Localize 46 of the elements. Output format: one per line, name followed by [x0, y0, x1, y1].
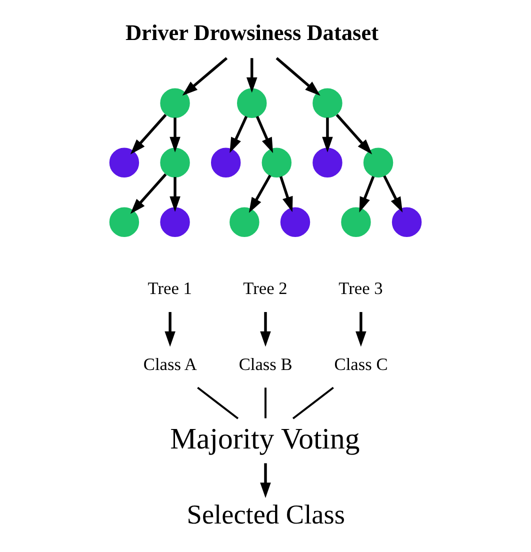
node-text: Tree 3 [338, 279, 383, 298]
arrow [322, 118, 333, 152]
arrow [336, 114, 372, 154]
arrow [276, 57, 320, 96]
node-text: Tree 2 [243, 279, 288, 298]
arrow [170, 177, 180, 212]
node-circle [237, 88, 267, 118]
arrow [256, 116, 274, 154]
connector [264, 388, 266, 418]
arrow [260, 312, 271, 347]
node-text: Class C [334, 354, 388, 374]
node-circle [392, 207, 422, 237]
arrow [182, 57, 228, 96]
node-circle [341, 207, 371, 237]
node-text: Class B [238, 354, 292, 374]
node-text: Tree 1 [148, 279, 192, 298]
arrow [230, 116, 248, 154]
node-circle [109, 148, 140, 178]
node-circle [363, 148, 394, 178]
arrow [130, 173, 167, 214]
node-circle [210, 148, 241, 178]
arrow [246, 58, 258, 93]
arrow [279, 176, 293, 212]
node-circle [312, 148, 342, 178]
arrow [260, 463, 271, 498]
node-text: Majority Voting [170, 422, 360, 456]
node-circle [230, 207, 260, 237]
node-circle [109, 207, 140, 237]
connector [197, 386, 239, 420]
connector [292, 386, 334, 420]
arrow [356, 312, 366, 347]
node-circle [262, 148, 292, 178]
arrow [130, 114, 167, 154]
node-circle [312, 88, 342, 118]
node-circle [160, 148, 190, 178]
node-text: Class A [143, 354, 197, 374]
node-text: Selected Class [186, 499, 345, 530]
arrow [248, 174, 272, 213]
node-circle [280, 207, 310, 237]
node-circle [160, 88, 190, 118]
node-circle [160, 207, 190, 237]
arrow [164, 312, 176, 347]
arrow [383, 175, 403, 212]
arrow [359, 176, 375, 212]
node-text: Driver Drowsiness Dataset [125, 20, 379, 45]
arrow [170, 118, 180, 152]
